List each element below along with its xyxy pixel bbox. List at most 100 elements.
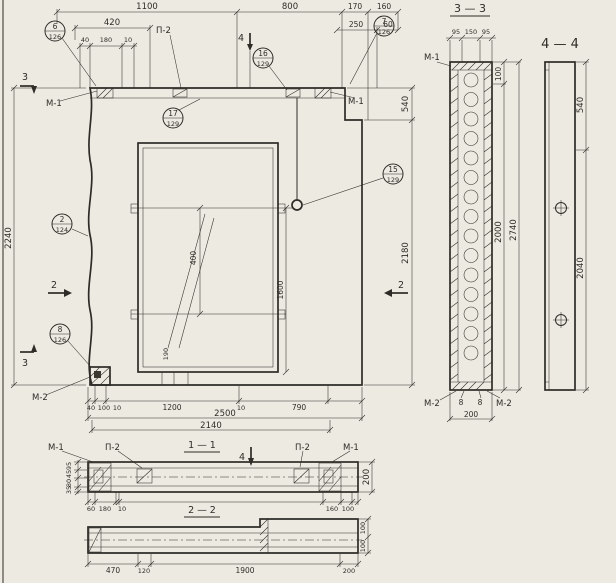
front-dimension-lines-sides bbox=[10, 84, 416, 389]
callout-2-num: 2 bbox=[60, 215, 65, 224]
dim-top-1100: 1100 bbox=[136, 2, 158, 12]
section-2-2-body bbox=[87, 518, 359, 554]
callout-17-sheet: 129 bbox=[167, 120, 179, 128]
dim-44-2040: 2040 bbox=[576, 257, 586, 279]
section-4-mark-bottom: 4 bbox=[239, 452, 245, 463]
dim-opening-400: 400 bbox=[189, 251, 198, 266]
callout-8-sheet: 126 bbox=[54, 336, 66, 344]
dim-250: 250 bbox=[349, 20, 364, 29]
dim-33-95b: 95 bbox=[482, 28, 490, 36]
section-2-2-bottom-dims bbox=[84, 554, 362, 568]
dim-top-800: 800 bbox=[282, 2, 298, 12]
callout-15: 15 129 bbox=[302, 163, 404, 206]
dim-11-200: 200 bbox=[362, 469, 372, 485]
section-1-1-title: 1 — 1 bbox=[188, 440, 216, 451]
front-dimension-lines-top bbox=[53, 8, 402, 120]
dim-44-540: 540 bbox=[576, 97, 586, 113]
lifting-hole-bottom bbox=[553, 312, 569, 328]
door-opening bbox=[137, 142, 279, 373]
section-3-3-top-dims bbox=[446, 34, 496, 62]
callout-7: 7 126 bbox=[349, 15, 395, 85]
section-3-mark-bottom: 3 bbox=[22, 358, 28, 369]
section-1-1-view: 1 — 1 4 М-1 П-2 П bbox=[48, 440, 376, 513]
m2-leader bbox=[45, 376, 91, 396]
dim-22-200: 200 bbox=[343, 567, 355, 575]
section-3-mark-top: 3 bbox=[22, 72, 28, 83]
p2-leader bbox=[169, 34, 182, 89]
m1-left-leader bbox=[59, 90, 98, 102]
section-4-4-title: 4 — 4 bbox=[541, 37, 579, 52]
section-3-3-body bbox=[449, 61, 493, 391]
dim-22-1900: 1900 bbox=[235, 566, 254, 575]
section-4-flag-bottom bbox=[248, 447, 254, 466]
callout-7-num: 7 bbox=[382, 17, 387, 26]
section-4-4-body bbox=[544, 61, 576, 391]
section-4-mark: 4 bbox=[238, 33, 244, 44]
m1-label-33: М-1 bbox=[424, 53, 440, 63]
hollow-cores bbox=[463, 72, 479, 361]
callout-2: 2 124 bbox=[51, 213, 89, 237]
callout-6-num: 6 bbox=[53, 22, 58, 31]
m1-left-label-11: М-1 bbox=[48, 443, 64, 453]
p2-right-label-11: П-2 bbox=[295, 443, 310, 453]
callout-6-sheet: 126 bbox=[49, 33, 61, 41]
section-2-2-right-dims bbox=[359, 515, 372, 557]
m2-label: М-2 bbox=[32, 393, 48, 403]
section-3-3-view: 3 — 3 95 150 95 М-1 100 2000 2740 bbox=[424, 2, 523, 423]
callout-6: 6 126 bbox=[44, 20, 97, 87]
plate-8a-label: 8 bbox=[459, 398, 464, 407]
section-1-1-right-dim bbox=[359, 458, 376, 496]
dim-right-540: 540 bbox=[401, 96, 411, 112]
callout-8-num: 8 bbox=[58, 325, 63, 334]
section-2-mark-left: 2 bbox=[51, 280, 57, 291]
section-4-4-right-dims bbox=[576, 58, 590, 394]
opening-side-tabs bbox=[130, 203, 286, 320]
m1-end-block-left bbox=[88, 462, 112, 492]
section-4-4-view: 4 — 4 540 2040 bbox=[541, 37, 590, 394]
section-2-flag-left bbox=[48, 289, 72, 297]
dim-40: 40 bbox=[81, 36, 89, 44]
dim-bottom-10a: 10 bbox=[113, 404, 121, 412]
dim-11-80: 80 bbox=[65, 479, 73, 487]
panel-outline bbox=[87, 87, 363, 386]
dim-33-200: 200 bbox=[464, 410, 479, 419]
section-3-flag-top bbox=[20, 85, 37, 94]
dim-33-100: 100 bbox=[494, 67, 503, 82]
section-2-2-title: 2 — 2 bbox=[188, 505, 216, 516]
dim-22-100a: 100 bbox=[359, 522, 367, 534]
p2-channel-right bbox=[293, 468, 310, 484]
p2-left-label-11: П-2 bbox=[105, 443, 120, 453]
callout-17: 17 129 bbox=[162, 98, 201, 129]
dim-bottom-2500: 2500 bbox=[214, 409, 236, 419]
p2-left-leader-11 bbox=[117, 450, 143, 469]
section-1-1-faces bbox=[88, 467, 358, 487]
section-3-3-right-dims bbox=[493, 58, 523, 394]
callout-16-num: 16 bbox=[258, 49, 268, 58]
dim-top-160: 160 bbox=[377, 2, 392, 11]
dim-bottom-100: 100 bbox=[98, 404, 110, 412]
section-3-3-walls bbox=[450, 61, 492, 391]
dim-22-470: 470 bbox=[106, 566, 121, 575]
dim-small-190: 190 bbox=[162, 348, 170, 360]
m1-right-label-11: М-1 bbox=[343, 443, 359, 453]
section-2-2-details bbox=[88, 518, 358, 553]
dim-opening-1600: 1600 bbox=[276, 280, 285, 299]
dim-33-150: 150 bbox=[465, 28, 477, 36]
dim-left-2240: 2240 bbox=[4, 227, 14, 249]
callout-16: 16 129 bbox=[252, 47, 288, 91]
dim-11-60: 60 bbox=[87, 505, 95, 513]
section-4-flag bbox=[247, 33, 253, 88]
m1-right-label: М-1 bbox=[348, 97, 364, 107]
plate-8b-leader bbox=[478, 390, 482, 399]
callout-17-num: 17 bbox=[168, 109, 178, 118]
section-2-flag-right bbox=[384, 289, 408, 297]
dim-10: 10 bbox=[124, 36, 132, 44]
m1-end-block-right bbox=[318, 462, 342, 492]
front-dimension-lines-bottom bbox=[84, 386, 366, 434]
callout-15-num: 15 bbox=[388, 165, 398, 174]
m2-left-leader-33 bbox=[439, 390, 457, 401]
lifting-hole-top bbox=[553, 200, 569, 216]
dim-right-2180: 2180 bbox=[401, 242, 411, 264]
